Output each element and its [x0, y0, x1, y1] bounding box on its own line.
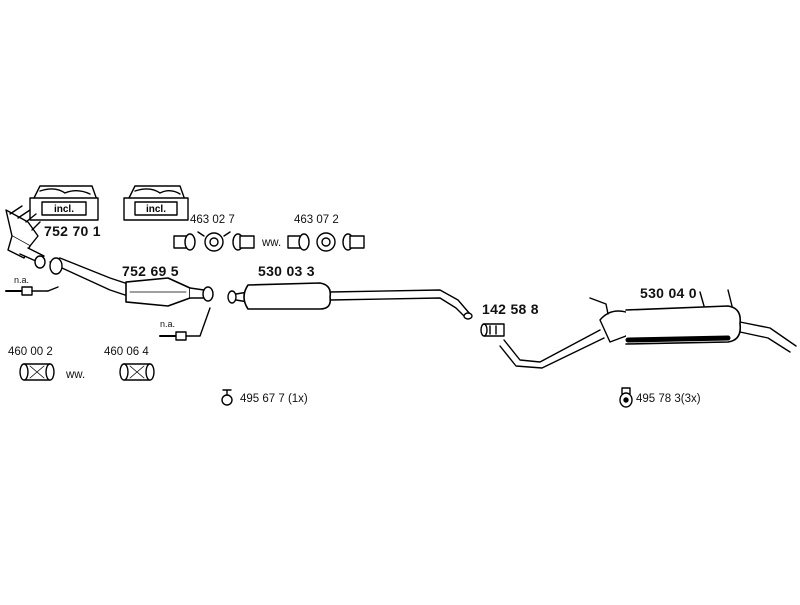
clamp-icon — [287, 233, 310, 251]
part-number-clamp-d: 460 06 4 — [104, 346, 149, 358]
downpipe-part — [5, 205, 46, 269]
hardware-hanger-b: 495 78 3(3x) — [636, 393, 701, 405]
part-number-clamp-c: 460 00 2 — [8, 346, 53, 358]
kit-label-1: incl. — [54, 204, 74, 215]
part-number-rear-muffler: 530 04 0 — [640, 285, 697, 301]
part-number-connector: 142 58 8 — [482, 301, 539, 317]
clamp-icon — [173, 233, 196, 251]
connector-part — [480, 323, 505, 337]
na-label-1: n.a. — [14, 275, 30, 285]
gasket-icon — [197, 231, 231, 252]
clamp-icon — [19, 363, 55, 381]
hanger-ring-icon — [221, 389, 233, 406]
gasket-icon — [316, 232, 336, 252]
part-number-downpipe: 752 70 1 — [44, 223, 101, 239]
oxygen-sensor-icon — [5, 286, 59, 296]
na-label-2: n.a. — [160, 319, 176, 329]
part-number-catalyst: 752 69 5 — [122, 263, 179, 279]
ww-label-1: ww. — [262, 237, 282, 249]
part-number-clamp-b: 463 07 2 — [294, 214, 339, 226]
clamp-icon — [232, 233, 255, 251]
clamp-icon — [342, 233, 365, 251]
oxygen-sensor-icon — [159, 307, 211, 341]
catalyst-part — [49, 257, 214, 307]
hardware-hanger-a: 495 67 7 (1x) — [240, 393, 308, 405]
ww-label-2: ww. — [66, 369, 86, 381]
front-muffler-part — [227, 282, 473, 320]
kit-box-icon — [123, 185, 189, 221]
kit-box-icon — [29, 185, 99, 221]
kit-label-2: incl. — [146, 204, 166, 215]
part-number-clamp-a: 463 02 7 — [190, 214, 235, 226]
rubber-mount-icon — [619, 387, 633, 408]
part-number-front-muffler: 530 03 3 — [258, 263, 315, 279]
rear-muffler-part — [499, 289, 797, 369]
clamp-icon — [119, 363, 155, 381]
